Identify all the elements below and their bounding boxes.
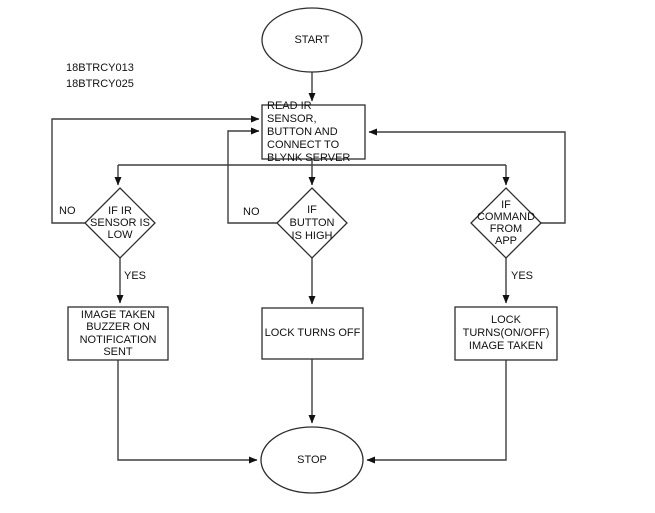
node-shapes <box>67 7 558 494</box>
start-terminator-shape <box>261 7 363 73</box>
stop-terminator-shape <box>260 426 364 494</box>
lock-turns-off-label: LOCK TURNS OFF <box>264 327 361 339</box>
if-ir-low-label: IF IR SENSOR IS LOW <box>90 205 150 241</box>
edge-label-command-yes: YES <box>511 270 534 282</box>
if-ir-decision-shape <box>84 187 156 259</box>
if-command-app-label: IF COMMAND FROM APP <box>476 199 536 247</box>
connector-button-no-loop <box>227 127 277 224</box>
image-taken-label: IMAGE TAKEN BUZZER ON NOTIFICATION SENT <box>79 308 157 359</box>
connector-ir-no-loop <box>51 115 260 224</box>
connector-lockonoff-to-stop <box>366 360 507 464</box>
connector-image-to-stop <box>117 360 258 464</box>
if-command-decision-shape <box>470 187 542 259</box>
student-ids: 18BTRCY013 18BTRCY025 <box>66 62 134 90</box>
edge-label-ir-no: NO <box>59 205 76 217</box>
lock-onoff-process-shape <box>454 306 558 361</box>
if-button-decision-shape <box>276 187 348 259</box>
if-button-high-label: IF BUTTON IS HIGH <box>289 203 335 242</box>
connectors <box>51 72 566 464</box>
read-sensor-label: READ IR SENSOR, BUTTON AND CONNECT TO BL… <box>267 99 351 164</box>
image-taken-process-shape <box>67 306 169 361</box>
start-label: START <box>294 33 330 46</box>
edge-label-button-no: NO <box>243 206 260 218</box>
connector-command-loop <box>368 128 566 224</box>
read-process-shape <box>261 104 366 160</box>
lock-off-process-shape <box>261 307 364 360</box>
lock-on-off-label: LOCK TURNS(ON/OFF) IMAGE TAKEN <box>462 314 550 352</box>
stop-label: STOP <box>297 453 327 466</box>
edge-label-ir-yes: YES <box>124 270 147 282</box>
